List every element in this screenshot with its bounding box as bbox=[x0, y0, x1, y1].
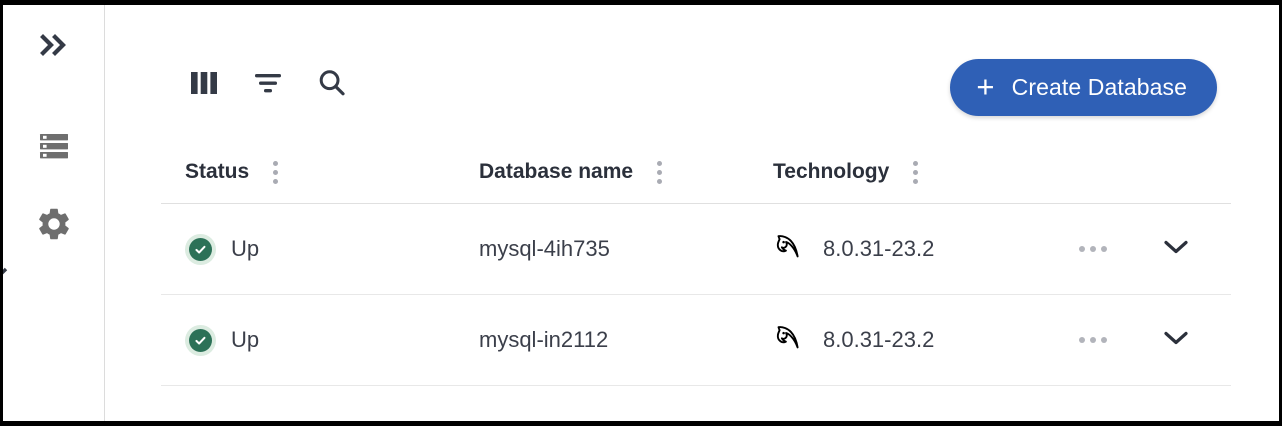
technology-version-label: 8.0.31-23.2 bbox=[823, 236, 935, 261]
column-menu-database-name-icon[interactable] bbox=[655, 159, 664, 186]
filter-icon bbox=[252, 68, 284, 103]
mysql-dolphin-icon bbox=[773, 321, 807, 360]
dots-horizontal-icon[interactable] bbox=[1075, 329, 1111, 351]
sidebar-expand-toggle[interactable] bbox=[3, 27, 105, 67]
column-header-database-name: Database name bbox=[479, 159, 664, 186]
create-database-button[interactable]: + Create Database bbox=[950, 59, 1217, 116]
check-circle-icon bbox=[189, 237, 212, 261]
table-row[interactable]: Up mysql-4ih735 8.0.31-23.2 bbox=[161, 204, 1231, 295]
cell-technology: 8.0.31-23.2 bbox=[773, 321, 934, 360]
table-header-row: Status Database name Technology bbox=[161, 141, 1231, 204]
table-toolbar: + Create Database bbox=[105, 57, 1279, 119]
column-menu-technology-icon[interactable] bbox=[911, 159, 920, 186]
row-actions[interactable] bbox=[1075, 238, 1111, 260]
status-label: Up bbox=[231, 236, 260, 261]
column-menu-status-icon[interactable] bbox=[271, 159, 280, 186]
filter-button[interactable] bbox=[245, 57, 291, 113]
technology-version-label: 8.0.31-23.2 bbox=[823, 327, 935, 352]
mysql-dolphin-icon bbox=[773, 230, 807, 269]
table-row[interactable]: Up mysql-in2112 8.0.31-23.2 bbox=[161, 295, 1231, 386]
databases-table: Status Database name Technology bbox=[161, 141, 1231, 386]
column-header-technology: Technology bbox=[773, 159, 920, 186]
chevron-double-right-icon bbox=[38, 32, 70, 63]
chevron-down-icon[interactable] bbox=[1157, 233, 1195, 266]
sidebar-item-settings[interactable] bbox=[3, 203, 105, 249]
column-header-label: Technology bbox=[773, 160, 890, 183]
check-circle-icon bbox=[189, 328, 212, 352]
dots-horizontal-icon[interactable] bbox=[1075, 238, 1111, 260]
column-header-status: Status bbox=[185, 159, 280, 186]
cell-database-name: mysql-in2112 bbox=[479, 327, 608, 353]
database-stack-icon bbox=[37, 129, 71, 168]
cell-technology: 8.0.31-23.2 bbox=[773, 230, 934, 269]
status-badge bbox=[185, 233, 216, 265]
plus-icon: + bbox=[976, 68, 995, 104]
row-actions[interactable] bbox=[1075, 329, 1111, 351]
columns-button[interactable] bbox=[181, 57, 227, 113]
columns-icon bbox=[189, 68, 219, 103]
create-database-label: Create Database bbox=[1011, 74, 1187, 100]
cell-database-name: mysql-4ih735 bbox=[479, 236, 610, 262]
gear-icon bbox=[35, 205, 73, 248]
database-name-label: mysql-in2112 bbox=[479, 327, 609, 352]
column-header-label: Database name bbox=[479, 160, 634, 183]
sidebar bbox=[3, 5, 105, 421]
main-content: + Create Database Status Database name bbox=[105, 5, 1279, 421]
status-badge bbox=[185, 324, 216, 356]
database-name-label: mysql-4ih735 bbox=[479, 236, 610, 261]
status-label: Up bbox=[231, 327, 260, 352]
cell-status: Up bbox=[185, 233, 260, 265]
chevron-down-icon[interactable] bbox=[1157, 324, 1195, 357]
edge-glyph-fragment bbox=[3, 267, 12, 276]
search-icon bbox=[316, 67, 348, 104]
row-expand-toggle[interactable] bbox=[1157, 233, 1195, 266]
search-button[interactable] bbox=[309, 57, 355, 113]
row-expand-toggle[interactable] bbox=[1157, 324, 1195, 357]
cell-status: Up bbox=[185, 324, 260, 356]
sidebar-item-databases[interactable] bbox=[3, 127, 105, 169]
column-header-label: Status bbox=[185, 160, 250, 183]
